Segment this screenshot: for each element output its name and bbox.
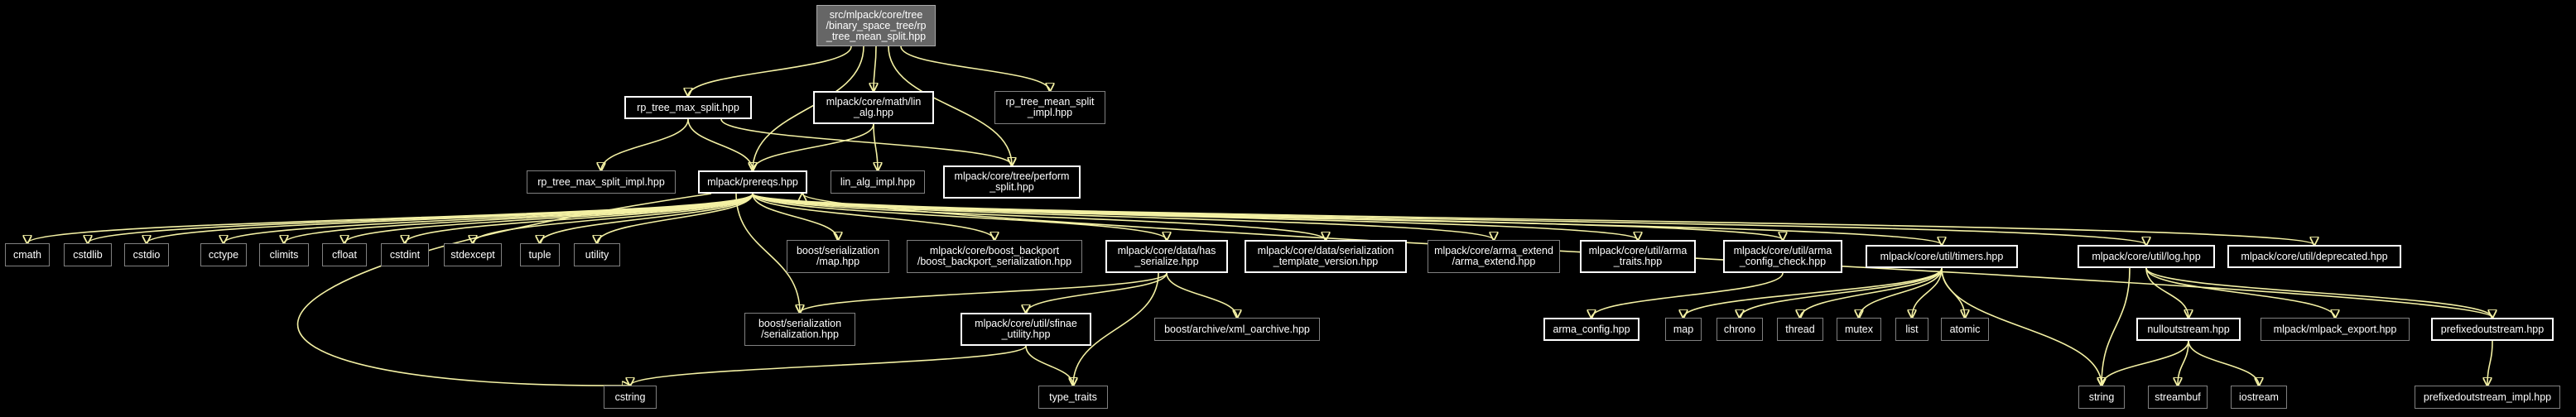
node-nulloutstream[interactable]: nulloutstream.hpp	[2136, 318, 2241, 341]
node-serialization-template-version[interactable]: mlpack/core/data/serialization _template…	[1245, 240, 1407, 273]
edge-prereqs-to-has-serialize	[752, 193, 1167, 240]
edge-timers-to-chrono	[1740, 267, 1943, 318]
edge-sfinae-utility-to-type-traits	[1025, 345, 1073, 386]
node-deprecated[interactable]: mlpack/core/util/deprecated.hpp	[2227, 245, 2401, 268]
edge-has-serialize-to-type-traits	[1073, 272, 1159, 386]
edge-root-to-rp-tree-mean-split-impl	[900, 46, 1050, 91]
edge-root-to-prereqs	[753, 46, 864, 170]
edge-prereqs-to-boost-backport	[752, 193, 994, 240]
edge-prereqs-to-boost-serialization	[735, 193, 800, 313]
edge-prereqs-to-cstdint	[405, 193, 754, 243]
edge-has-serialize-to-boost-serialization	[800, 272, 1168, 313]
node-chrono[interactable]: chrono	[1717, 318, 1763, 341]
edge-log-to-nulloutstream	[2145, 267, 2188, 318]
node-root: src/mlpack/core/tree /binary_space_tree/…	[816, 5, 936, 46]
edge-nulloutstream-to-streambuf	[2178, 340, 2189, 386]
node-log[interactable]: mlpack/core/util/log.hpp	[2078, 245, 2215, 268]
edge-prereqs-to-arma-extend	[752, 193, 1494, 240]
edge-has-serialize-to-sfinae-utility	[1026, 272, 1168, 313]
node-prefixedoutstream[interactable]: prefixedoutstream.hpp	[2431, 318, 2554, 341]
edge-prereqs-to-log	[752, 193, 2146, 245]
edge-root-to-perform-split	[888, 46, 1012, 165]
node-atomic[interactable]: atomic	[1941, 318, 1989, 341]
edge-prereqs-to-timers	[752, 193, 1942, 245]
edge-root-to-lin-alg	[874, 46, 876, 91]
node-prereqs[interactable]: mlpack/prereqs.hpp	[698, 170, 807, 194]
node-arma-config-check[interactable]: mlpack/core/util/arma _config_check.hpp	[1723, 240, 1842, 273]
node-stdexcept[interactable]: stdexcept	[444, 243, 502, 266]
edge-rp-tree-max-split-to-rp-tree-max-split-impl	[601, 118, 689, 170]
node-prefixedoutstream-impl[interactable]: prefixedoutstream_impl.hpp	[2415, 386, 2560, 409]
node-rp-tree-max-split-impl[interactable]: rp_tree_max_split_impl.hpp	[527, 170, 676, 194]
node-thread[interactable]: thread	[1777, 318, 1823, 341]
edge-nulloutstream-to-string	[2102, 340, 2189, 386]
node-rp-tree-max-split[interactable]: rp_tree_max_split.hpp	[624, 96, 752, 119]
node-cmath[interactable]: cmath	[5, 243, 50, 266]
edge-prefixedoutstream-to-prefixedoutstream-impl	[2487, 340, 2493, 386]
node-climits[interactable]: climits	[259, 243, 309, 266]
node-xml-oarchive[interactable]: boost/archive/xml_oarchive.hpp	[1154, 318, 1320, 341]
edge-timers-to-thread	[1800, 267, 1943, 318]
node-cstdio[interactable]: cstdio	[124, 243, 169, 266]
edge-lin-alg-to-prereqs	[753, 123, 874, 170]
node-timers[interactable]: mlpack/core/util/timers.hpp	[1866, 245, 2018, 268]
edge-prereqs-to-boost-serialization-map	[752, 193, 838, 240]
node-boost-serialization-map[interactable]: boost/serialization /map.hpp	[787, 240, 889, 273]
node-sfinae-utility[interactable]: mlpack/core/util/sfinae _utility.hpp	[961, 313, 1091, 346]
edge-prereqs-to-climits	[284, 193, 754, 243]
node-arma-config[interactable]: arma_config.hpp	[1543, 318, 1639, 341]
edge-lin-alg-to-lin-alg-impl	[873, 123, 878, 170]
edge-timers-to-map	[1683, 267, 1943, 318]
edge-nulloutstream-to-iostream	[2188, 340, 2259, 386]
edge-log-to-string	[2102, 267, 2131, 386]
node-type-traits[interactable]: type_traits	[1038, 386, 1108, 409]
node-list[interactable]: list	[1895, 318, 1928, 341]
node-map[interactable]: map	[1665, 318, 1702, 341]
edge-timers-to-mutex	[1859, 267, 1943, 318]
node-perform-split[interactable]: mlpack/core/tree/perform _split.hpp	[943, 165, 1081, 199]
node-lin-alg[interactable]: mlpack/core/math/lin _alg.hpp	[813, 91, 934, 124]
node-boost-backport[interactable]: mlpack/core/boost_backport /boost_backpo…	[907, 240, 1082, 273]
edge-timers-to-string	[1941, 267, 2102, 386]
edge-prereqs-to-cstring	[296, 193, 712, 386]
node-cctype[interactable]: cctype	[200, 243, 247, 266]
edge-prereqs-to-tuple	[540, 193, 754, 243]
node-arma-extend[interactable]: mlpack/core/arma_extend /arma_extend.hpp	[1428, 240, 1560, 273]
node-tuple[interactable]: tuple	[520, 243, 560, 266]
node-streambuf[interactable]: streambuf	[2148, 386, 2208, 409]
node-boost-serialization[interactable]: boost/serialization /serialization.hpp	[744, 313, 855, 346]
edge-prereqs-to-deprecated	[752, 193, 2314, 245]
edge-rp-tree-max-split-to-prereqs	[687, 118, 753, 170]
node-utility[interactable]: utility	[574, 243, 620, 266]
node-has-serialize[interactable]: mlpack/core/data/has _serialize.hpp	[1105, 240, 1228, 273]
edge-log-to-mlpack-export	[2145, 267, 2335, 318]
node-string[interactable]: string	[2078, 386, 2125, 409]
node-cstring[interactable]: cstring	[604, 386, 657, 409]
node-lin-alg-impl[interactable]: lin_alg_impl.hpp	[831, 170, 925, 194]
edge-arma-config-check-to-arma-config	[1591, 272, 1784, 318]
edge-prereqs-to-arma-config-check	[752, 193, 1783, 240]
node-rp-tree-mean-split-impl[interactable]: rp_tree_mean_split _impl.hpp	[994, 91, 1105, 124]
node-cstdlib[interactable]: cstdlib	[64, 243, 112, 266]
node-arma-traits[interactable]: mlpack/core/util/arma _traits.hpp	[1580, 240, 1696, 273]
edge-has-serialize-to-xml-oarchive	[1166, 272, 1237, 318]
edge-prereqs-to-cfloat	[344, 193, 754, 243]
edge-prereqs-to-utility	[597, 193, 754, 243]
node-mutex[interactable]: mutex	[1837, 318, 1881, 341]
edge-sfinae-utility-to-cstring	[630, 345, 1027, 386]
edge-root-to-rp-tree-max-split	[688, 46, 852, 96]
node-iostream[interactable]: iostream	[2231, 386, 2287, 409]
edge-prereqs-to-cstdlib	[88, 193, 754, 243]
node-cfloat[interactable]: cfloat	[322, 243, 367, 266]
node-mlpack-export[interactable]: mlpack/mlpack_export.hpp	[2261, 318, 2410, 341]
edge-timers-to-list	[1912, 267, 1943, 318]
node-cstdint[interactable]: cstdint	[381, 243, 429, 266]
edge-log-to-prefixedoutstream	[2145, 267, 2492, 318]
edge-prereqs-to-arma-traits	[752, 193, 1638, 240]
edge-prereqs-to-serialization-template-version	[752, 193, 1326, 240]
edge-rp-tree-max-split-to-perform-split	[720, 118, 1012, 165]
